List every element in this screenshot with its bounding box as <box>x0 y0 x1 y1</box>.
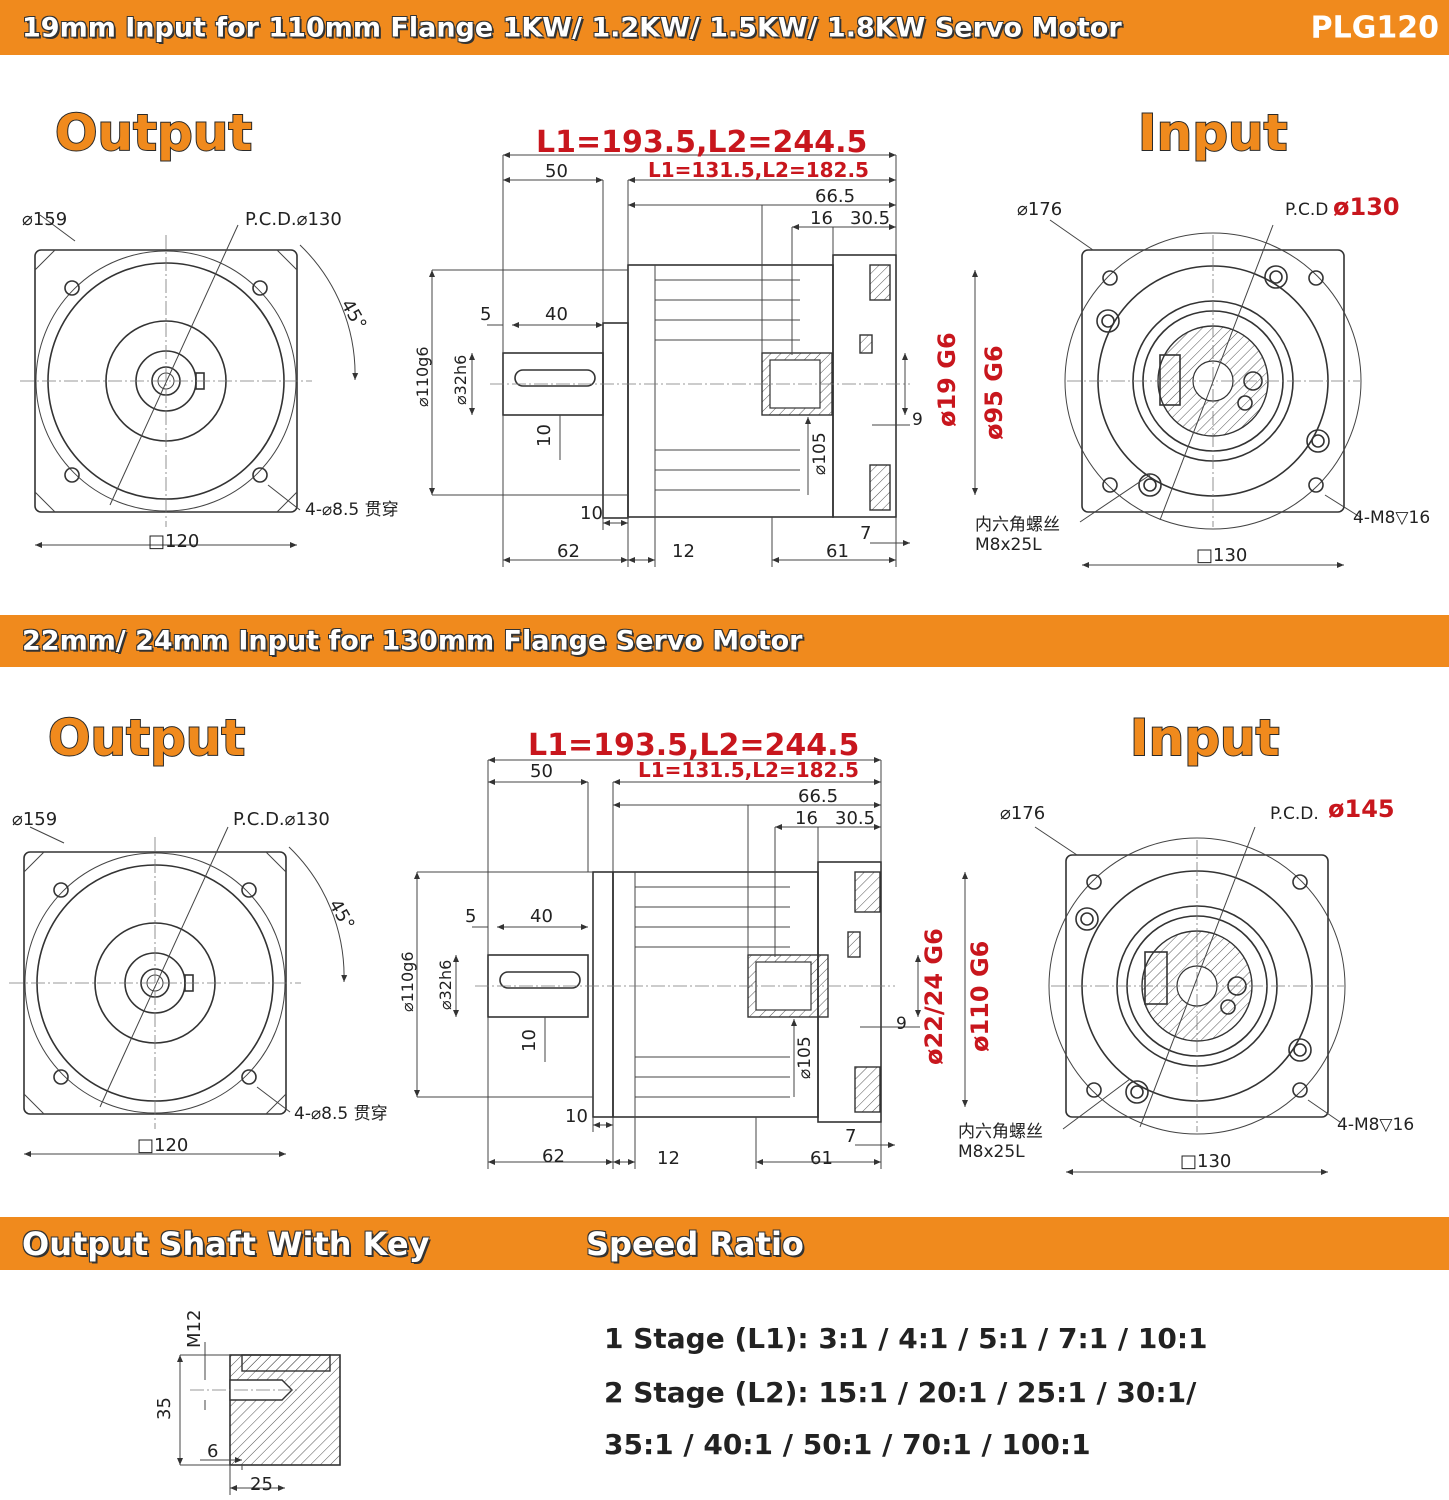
shaft-section-drawing <box>177 1342 341 1495</box>
bottom-banner: Output Shaft With Key Speed Ratio <box>0 1217 1449 1270</box>
input-front-view-2 <box>1034 826 1346 1175</box>
length-red-small-2: L1=131.5,L2=182.5 <box>638 758 859 782</box>
top-banner-title: 19mm Input for 110mm Flange 1KW/ 1.2KW/ … <box>22 12 1122 43</box>
shaft-thread-label: M12 <box>184 1310 205 1348</box>
dim-62: 62 <box>557 541 580 562</box>
shaft-dia-label: 35 <box>154 1397 175 1420</box>
input-pcd-value: ø130 <box>1333 193 1400 221</box>
input-square-label: □130 <box>1196 545 1247 566</box>
dim-40-2: 40 <box>530 906 553 927</box>
input-dia-label: ⌀176 <box>1017 199 1062 220</box>
input-pcd-label: P.C.D <box>1285 200 1328 220</box>
dim-61-2: 61 <box>810 1148 833 1169</box>
input-square-label-2: □130 <box>1180 1151 1231 1172</box>
input-pcd-label-2: P.C.D. <box>1270 804 1319 824</box>
dim-105: ⌀105 <box>810 432 830 475</box>
dim-40: 40 <box>545 304 568 325</box>
output-front-view <box>20 214 359 548</box>
top-banner: 19mm Input for 110mm Flange 1KW/ 1.2KW/ … <box>0 0 1449 55</box>
spigot-dia-red-2: ø110 G6 <box>966 941 994 1052</box>
section-1-drawing: Output ⌀159 P.C.D.⌀130 45° 4-⌀8.5 贯穿 □12… <box>0 55 1449 615</box>
dim-9-2: 9 <box>896 1014 907 1034</box>
bore-dia-red: ø19 G6 <box>933 332 961 427</box>
output-square-label: □120 <box>148 531 199 552</box>
dim-10-flange-2: 10 <box>565 1106 588 1127</box>
side-view-2 <box>414 757 968 1169</box>
dim-110g6-2: ⌀110g6 <box>398 951 417 1012</box>
dim-10-shaft-2: 10 <box>519 1029 540 1052</box>
dim-10-shaft: 10 <box>534 424 555 447</box>
dim-5: 5 <box>480 304 491 325</box>
length-red-large: L1=193.5,L2=244.5 <box>536 125 867 160</box>
ratio-line-3: 35:1 / 40:1 / 50:1 / 70:1 / 100:1 <box>604 1428 1091 1461</box>
dim-66-5: 66.5 <box>815 186 855 207</box>
output-pcd-label: P.C.D.⌀130 <box>245 209 342 230</box>
dim-62-2: 62 <box>542 1146 565 1167</box>
ratio-line-1: 1 Stage (L1): 3:1 / 4:1 / 5:1 / 7:1 / 10… <box>604 1322 1208 1355</box>
dim-110g6: ⌀110g6 <box>413 346 432 407</box>
shaft-key-width-label: 6 <box>207 1441 218 1462</box>
output-heading: Output <box>55 104 252 162</box>
output-holes-label-2: 4-⌀8.5 贯穿 <box>294 1104 388 1124</box>
dim-12: 12 <box>672 541 695 562</box>
input-heading: Input <box>1138 104 1288 162</box>
dim-105-2: ⌀105 <box>795 1036 815 1079</box>
dim-50-2: 50 <box>530 761 553 782</box>
ratio-line-2: 2 Stage (L2): 15:1 / 20:1 / 25:1 / 30:1/ <box>604 1376 1197 1409</box>
dim-9: 9 <box>912 410 923 430</box>
shaft-key-svg: M12 35 6 25 <box>154 1310 341 1495</box>
shaft-key-length-label: 25 <box>250 1474 273 1495</box>
shaft-banner-title: Output Shaft With Key <box>22 1224 430 1263</box>
input-heading-2: Input <box>1130 709 1280 767</box>
output-dia-label-2: ⌀159 <box>12 809 57 830</box>
output-holes-label: 4-⌀8.5 贯穿 <box>305 500 399 520</box>
input-dia-label-2: ⌀176 <box>1000 803 1045 824</box>
dim-16-2: 16 <box>795 808 818 829</box>
dim-66-5-2: 66.5 <box>798 786 838 807</box>
section-1-svg: Output ⌀159 P.C.D.⌀130 45° 4-⌀8.5 贯穿 □12… <box>20 103 1430 568</box>
input-holes-label: 4-M8▽16 <box>1353 508 1430 528</box>
section-2-drawing: Output ⌀159 P.C.D.⌀130 45° 4-⌀8.5 贯穿 □12… <box>0 667 1449 1217</box>
dim-30-5-2: 30.5 <box>835 808 875 829</box>
input-screw-label-2: M8x25L <box>958 1142 1025 1162</box>
section-2-svg: Output ⌀159 P.C.D.⌀130 45° 4-⌀8.5 贯穿 □12… <box>9 708 1414 1175</box>
dim-30-5: 30.5 <box>850 208 890 229</box>
dim-7-2: 7 <box>845 1126 856 1147</box>
output-pcd-label-2: P.C.D.⌀130 <box>233 809 330 830</box>
input-pcd-value-2: ø145 <box>1328 795 1395 823</box>
input-screw-label-cn-2: 内六角螺丝 <box>958 1122 1043 1142</box>
dim-12-2: 12 <box>657 1148 680 1169</box>
dim-16: 16 <box>810 208 833 229</box>
output-dia-label: ⌀159 <box>22 209 67 230</box>
input-screw-label-cn: 内六角螺丝 <box>975 515 1060 535</box>
input-screw-label: M8x25L <box>975 535 1042 555</box>
dim-10-flange: 10 <box>580 503 603 524</box>
section-3: M12 35 6 25 1 Stage (L1): 3:1 / 4:1 / 5:… <box>0 1270 1449 1500</box>
output-square-label-2: □120 <box>137 1135 188 1156</box>
dim-7: 7 <box>860 523 871 544</box>
length-red-large-2: L1=193.5,L2=244.5 <box>528 728 859 763</box>
dim-32h6-2: ⌀32h6 <box>436 960 455 1010</box>
spigot-dia-red: ø95 G6 <box>980 345 1008 440</box>
length-red-small: L1=131.5,L2=182.5 <box>648 158 869 182</box>
dim-5-2: 5 <box>465 906 476 927</box>
input-front-view <box>1049 219 1362 568</box>
model-label: PLG120 <box>1310 10 1439 45</box>
dim-32h6: ⌀32h6 <box>451 355 470 405</box>
dim-61: 61 <box>826 541 849 562</box>
mid-banner: 22mm/ 24mm Input for 130mm Flange Servo … <box>0 615 1449 667</box>
output-angle-label-2: 45° <box>324 896 358 934</box>
bore-dia-red-2: ø22/24 G6 <box>920 928 948 1065</box>
output-front-view-2 <box>9 826 348 1157</box>
output-angle-label: 45° <box>336 296 370 334</box>
mid-banner-title: 22mm/ 24mm Input for 130mm Flange Servo … <box>22 625 803 657</box>
side-view <box>429 152 978 567</box>
dim-50: 50 <box>545 161 568 182</box>
speed-ratio-banner-title: Speed Ratio <box>586 1224 804 1263</box>
input-holes-label-2: 4-M8▽16 <box>1337 1115 1414 1135</box>
output-heading-2: Output <box>48 709 245 767</box>
